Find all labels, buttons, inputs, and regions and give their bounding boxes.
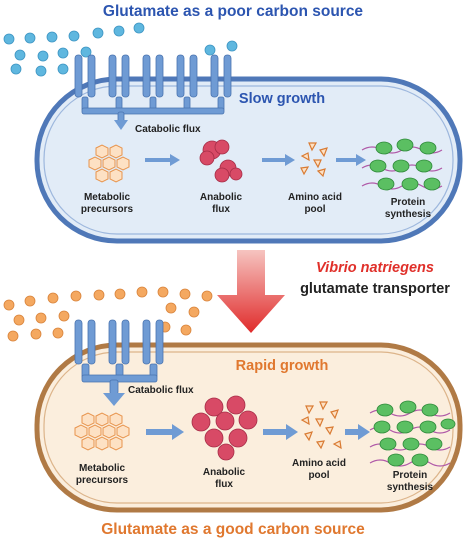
amino-acid-pool-icon-slow [300, 142, 328, 178]
transporter-rapid [74, 319, 164, 395]
amino-acid-pool-label-rapid: Amino acid [292, 458, 346, 469]
metabolic-precursors-label-rapid: Metabolic [79, 463, 126, 474]
slow-growth-cell [34, 76, 463, 244]
amino-acid-pool-label-slow: Amino acid [288, 192, 342, 203]
protein-synthesis-label-slow-2: synthesis [385, 209, 432, 220]
glutamate-molecules-outside-rapid [3, 286, 213, 342]
transporter-slow [74, 54, 232, 123]
anabolic-flux-label-slow: Anabolic [200, 192, 243, 203]
protein-synthesis-label-rapid-2: synthesis [387, 482, 434, 493]
protein-synthesis-icon-rapid [369, 400, 456, 467]
metabolic-precursors-icon-slow [88, 144, 130, 183]
glutamate-molecules-outside-slow [3, 22, 238, 77]
anabolic-flux-label-slow-2: flux [212, 204, 230, 215]
amino-acid-pool-icon-rapid [300, 401, 342, 450]
protein-synthesis-label-slow: Protein [391, 197, 425, 208]
protein-synthesis-icon-slow [361, 138, 443, 191]
catabolic-flux-label-rapid: Catabolic flux [128, 385, 194, 396]
amino-acid-pool-label-slow-2: pool [304, 204, 325, 215]
rapid-growth-label: Rapid growth [236, 358, 329, 374]
anabolic-flux-label-rapid-2: flux [215, 479, 233, 490]
metabolic-precursors-label-rapid-2: precursors [76, 475, 129, 486]
big-down-arrow [217, 250, 285, 333]
metabolic-precursors-icon-rapid [74, 412, 130, 451]
transporter-species-label: Vibrio natriegens [316, 260, 434, 276]
bottom-title: Glutamate as a good carbon source [101, 521, 365, 538]
amino-acid-pool-label-rapid-2: pool [308, 470, 329, 481]
metabolic-precursors-label-slow: Metabolic [84, 192, 131, 203]
metabolic-precursors-label-slow-2: precursors [81, 204, 134, 215]
catabolic-arrow-slow [114, 120, 128, 130]
catabolic-flux-label-slow: Catabolic flux [135, 124, 201, 135]
stage-labels-rapid: Metabolic precursors Anabolic flux Amino… [76, 458, 434, 493]
slow-cell-membrane [34, 76, 463, 244]
top-title: Glutamate as a poor carbon source [103, 3, 364, 20]
protein-synthesis-label-rapid: Protein [393, 470, 427, 481]
transporter-name-label: glutamate transporter [300, 281, 450, 297]
anabolic-flux-label-rapid: Anabolic [203, 467, 246, 478]
catabolic-arrow-rapid [103, 393, 125, 406]
slow-growth-label: Slow growth [239, 91, 325, 107]
anabolic-flux-icon-rapid [191, 395, 258, 461]
stage-labels-slow: Metabolic precursors Anabolic flux Amino… [81, 192, 432, 220]
anabolic-flux-icon-slow [199, 139, 243, 183]
